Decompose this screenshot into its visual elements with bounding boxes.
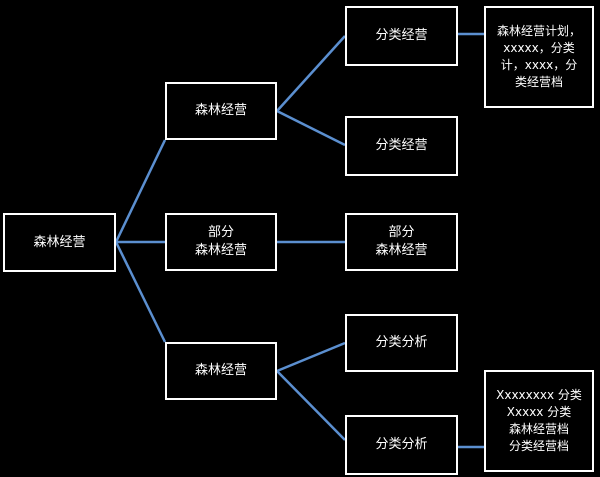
level2-node-c: 部分 森林经营 — [345, 213, 458, 271]
level1-node-bottom: 森林经营 — [165, 342, 277, 400]
level2-node-a-label: 分类经营 — [375, 28, 428, 44]
note-node-2-line: Xxxxx 分类 — [506, 405, 572, 420]
connector-root-to-bottom — [114, 241, 167, 343]
level2-node-b: 分类经营 — [345, 116, 458, 176]
note-node-2-line: 森林经营档 — [508, 422, 569, 436]
level2-node-a: 分类经营 — [345, 6, 458, 66]
level1-node-middle-label: 部分 — [207, 225, 234, 241]
note-node-1-line: 计，xxxx，分 — [500, 58, 578, 72]
level2-node-d-label: 分类分析 — [375, 335, 428, 351]
connector-bottom-to-e — [276, 370, 346, 441]
level2-node-e: 分类分析 — [345, 415, 458, 475]
root-node-label: 森林经营 — [33, 234, 86, 250]
note-node-2-line: Xxxxxxxx 分类 — [496, 388, 582, 403]
note-node-1-line: 森林经营计划， — [496, 24, 581, 39]
level2-node-b-label: 分类经营 — [375, 138, 428, 154]
connector-top-to-a — [276, 35, 346, 112]
level2-node-d: 分类分析 — [345, 314, 458, 372]
note-node-2: Xxxxxxxx 分类 Xxxxx 分类 森林经营档 分类经营档 — [484, 370, 594, 472]
level1-node-middle: 部分 森林经营 — [165, 213, 277, 271]
note-node-1-line: xxxxx，分类 — [503, 41, 575, 56]
note-node-2-line: 分类经营档 — [508, 438, 569, 453]
level1-node-top: 森林经营 — [165, 82, 277, 140]
level2-node-c-sublabel: 森林经营 — [375, 243, 428, 258]
root-node: 森林经营 — [3, 213, 116, 272]
level1-node-top-label: 森林经营 — [194, 103, 247, 119]
note-node-1: 森林经营计划， xxxxx，分类 计，xxxx，分 类经营档 — [484, 6, 594, 108]
note-node-1-line: 类经营档 — [514, 74, 563, 89]
level2-node-e-label: 分类分析 — [375, 437, 428, 453]
connector-bottom-to-d — [276, 341, 346, 373]
level2-node-c-label: 部分 — [388, 225, 415, 241]
level1-node-middle-sublabel: 森林经营 — [194, 243, 247, 258]
connector-top-to-b — [276, 109, 346, 147]
level1-node-bottom-label: 森林经营 — [194, 363, 247, 379]
connector-root-to-top — [114, 139, 167, 243]
